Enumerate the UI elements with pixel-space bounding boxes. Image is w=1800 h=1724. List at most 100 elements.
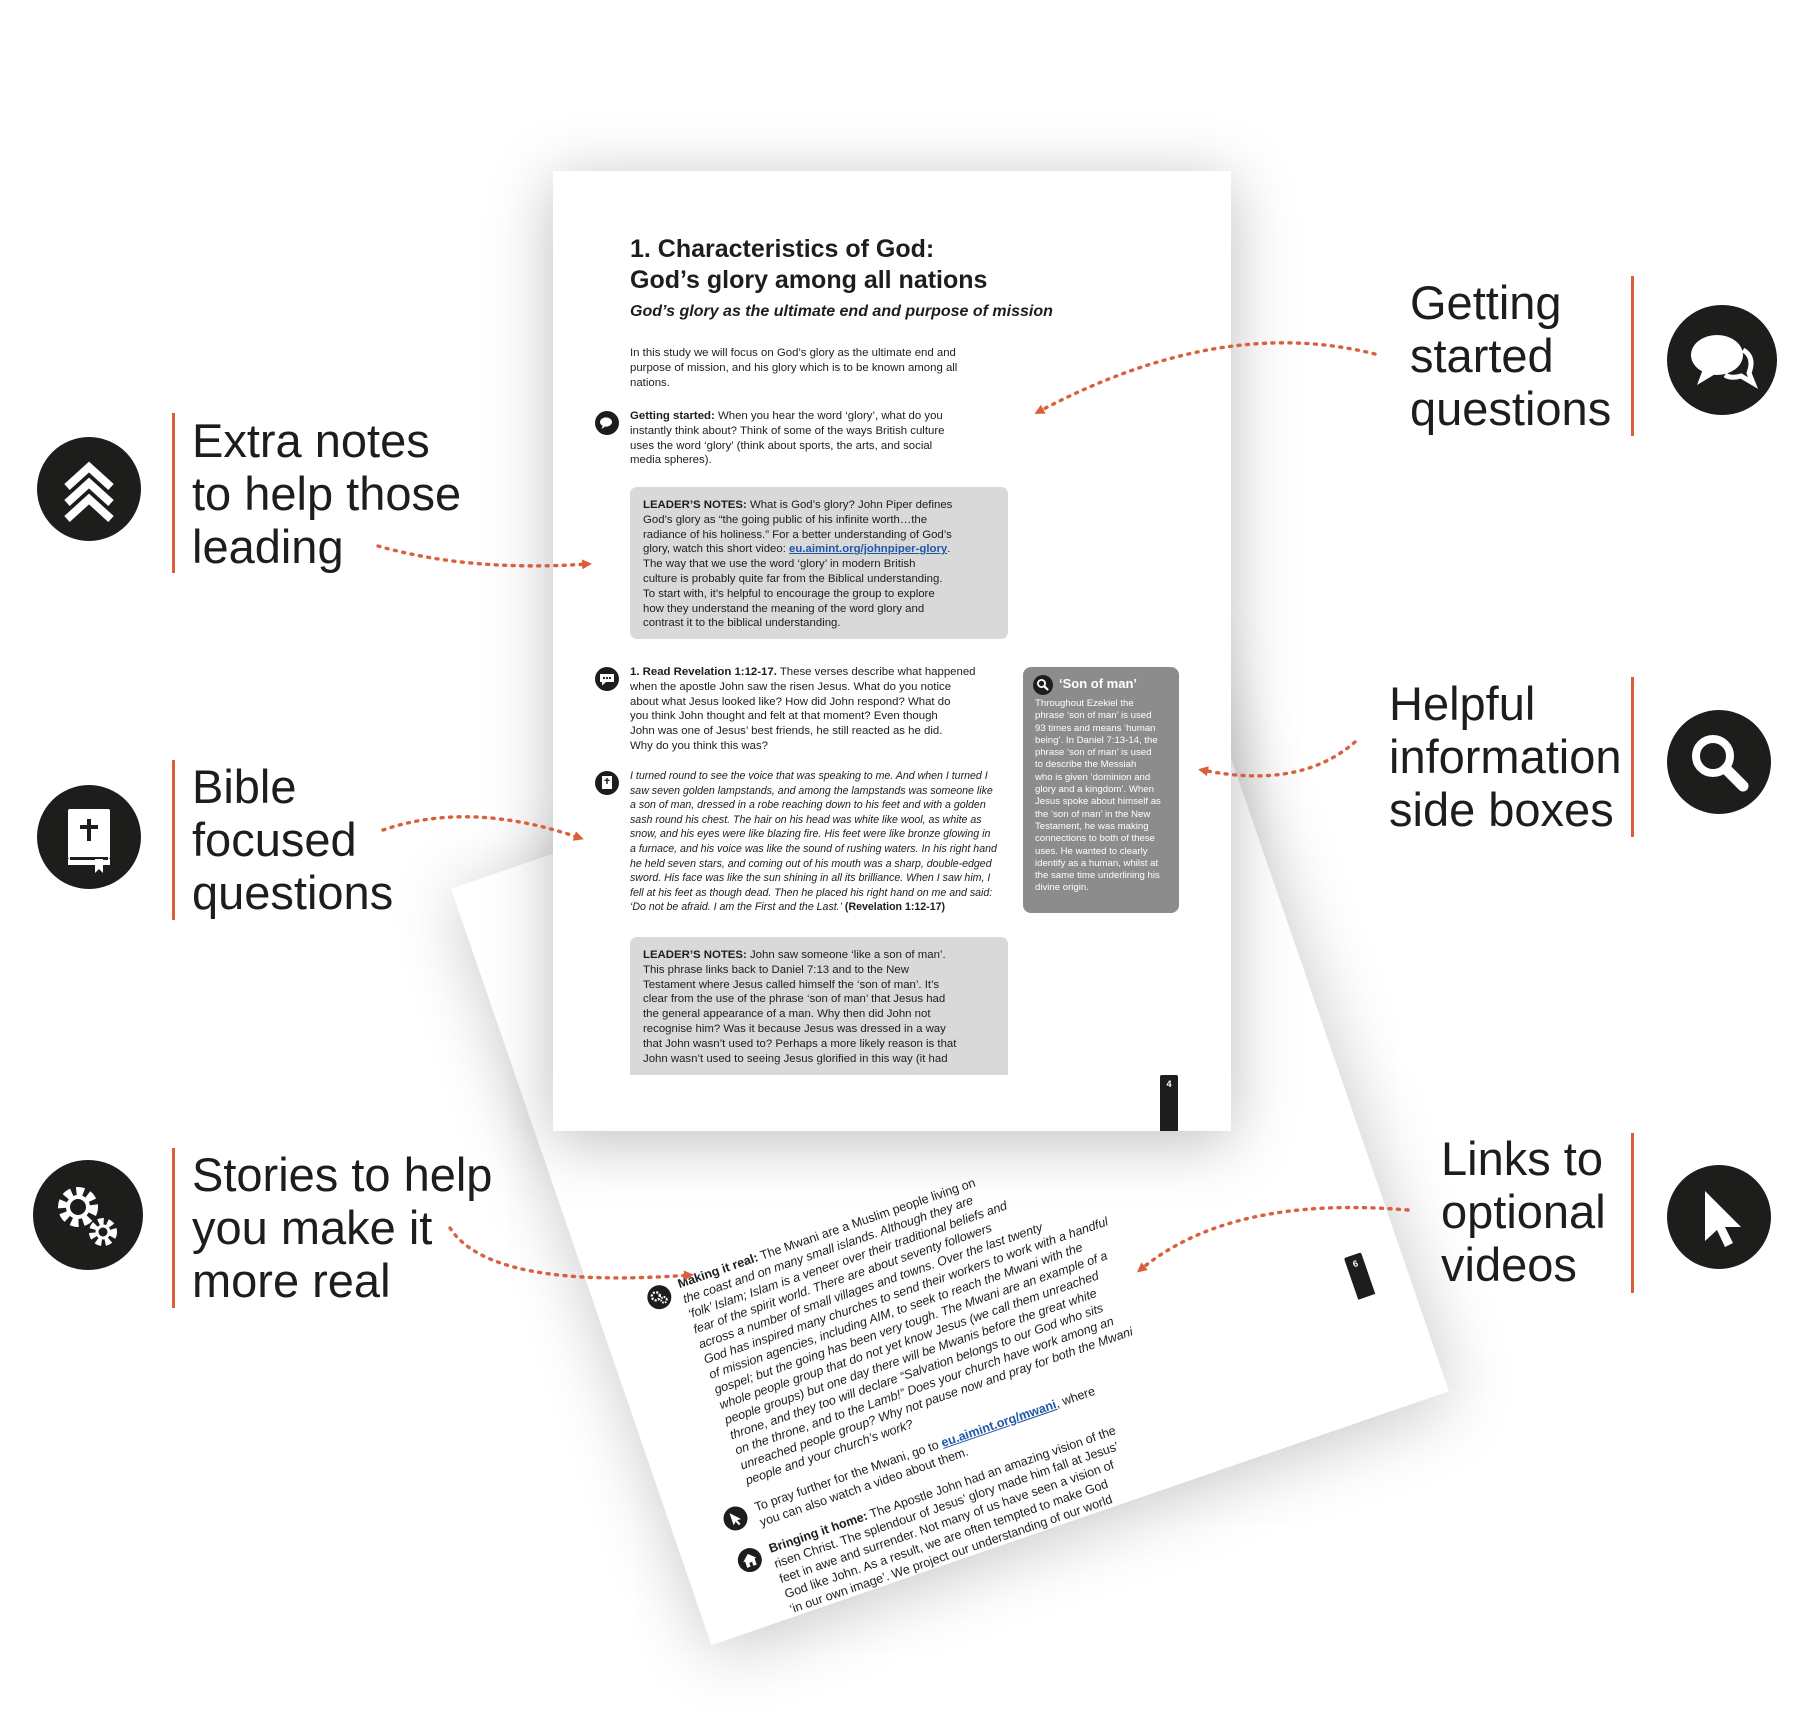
question-line: when the apostle John saw the risen Jesu… [630, 680, 952, 693]
johnpiper-glory-link[interactable]: eu.aimint.org/johnpiper-glory [789, 543, 948, 556]
cursor-icon [1667, 1165, 1771, 1269]
intro-line: purpose of mission, and his glory which … [630, 361, 958, 374]
annotation-line: you make it [192, 1201, 433, 1254]
annotation-line: side boxes [1389, 783, 1614, 836]
scripture-line: he held seven stars, and coming out of h… [630, 857, 992, 870]
magnifier-icon [1667, 710, 1771, 814]
page-subtitle: God’s glory as the ultimate end and purp… [630, 303, 1053, 320]
leaders-notes-box: LEADER’S NOTES: What is God’s glory? Joh… [630, 487, 1008, 639]
sidebox-line: uses. He wanted to clearly [1035, 845, 1148, 857]
question-line: John was one of Jesus’ best friends, he … [630, 725, 943, 738]
sidebox-line: who is given ‘dominion and [1035, 771, 1151, 783]
back-page: Making it real: The Mwani are a Muslim p… [451, 634, 1449, 1646]
accent-divider [172, 760, 175, 920]
arrow-sideboxes [1198, 740, 1357, 778]
annotation-line: Helpful [1389, 677, 1536, 730]
scripture-last: ‘Do not be afraid. I am the First and th… [630, 901, 842, 914]
videos-annotation: Links to optional videos [1441, 1132, 1606, 1291]
sidebox-title: ‘Son of man’ [1059, 676, 1137, 691]
annotation-line: information [1389, 730, 1622, 783]
question-label: 1. Read Revelation 1:12-17. [630, 666, 777, 678]
son-of-man-sidebox: ‘Son of man’ Throughout Ezekiel the phra… [1023, 667, 1179, 913]
leaders-notes-line: To start with, it’s helpful to encourage… [643, 587, 935, 600]
bible-question-1: 1. Read Revelation 1:12-17. These verses… [630, 665, 1020, 754]
intro-paragraph: In this study we will focus on God’s glo… [630, 346, 1030, 390]
scripture-line: saw seven golden lampstands, and among t… [630, 784, 993, 797]
annotation-line: optional [1441, 1185, 1606, 1238]
leaders-notes-line: that John wasn’t used to? Perhaps a more… [643, 1037, 957, 1050]
annotation-line: Links to [1441, 1132, 1603, 1185]
accent-divider [172, 413, 175, 573]
sidebox-line: the ‘son of man’ in the New [1035, 808, 1151, 820]
sidebox-body: Throughout Ezekiel the phrase ‘son of ma… [1035, 698, 1167, 895]
annotation-line: focused [192, 813, 357, 866]
sidebox-line: identify as a human, whilst at [1035, 857, 1159, 869]
speech-bubbles-icon [595, 411, 619, 435]
sidebox-line: the same time underlining his [1035, 870, 1160, 882]
getting-started-question: Getting started: When you hear the word … [630, 409, 1030, 468]
leaders-notes-first: John saw someone ‘like a son of man’. [746, 949, 946, 961]
sidebox-line: Testament, he was making [1035, 820, 1149, 832]
annotation-line: started [1410, 329, 1554, 382]
annotation-line: Getting [1410, 276, 1562, 329]
getting-started-first: When you hear the word ‘glory’, what do … [714, 410, 943, 422]
scripture-line: sword. His face was like the sun shining… [630, 872, 991, 885]
front-page: 1. Characteristics of God: God’s glory a… [553, 171, 1231, 1131]
sidebox-line: being’. In Daniel 7:13-14, the [1035, 734, 1158, 746]
title-line: 1. Characteristics of God: [630, 235, 935, 263]
scripture-line: a furnace, and his voice was like the so… [630, 842, 997, 855]
getting-started-line: uses the word ‘glory’ (think about sport… [630, 439, 933, 452]
annotation-line: Bible [192, 760, 297, 813]
scripture-line: snow, and his eyes were like blazing fir… [630, 828, 991, 841]
leaders-notes-annotation: Extra notes to help those leading [192, 414, 461, 573]
accent-divider [172, 1148, 175, 1308]
leaders-notes-line: the general appearance of a man. Why the… [643, 1008, 931, 1021]
leaders-notes-line: This phrase links back to Daniel 7:13 an… [643, 963, 909, 976]
leaders-notes-first: What is God’s glory? John Piper defines [746, 499, 953, 511]
chevrons-up-icon [37, 437, 141, 541]
getting-started-label: Getting started: [630, 410, 715, 422]
title-line: God’s glory among all nations [630, 266, 988, 294]
leaders-notes-link-suffix: . [947, 543, 951, 556]
sidebox-line: phrase ‘son of man’ is used [1035, 710, 1152, 722]
leaders-notes-link-prefix: glory, watch this short video: [643, 543, 790, 556]
leaders-notes-line: how they understand the meaning of the w… [643, 602, 925, 615]
annotation-line: questions [1410, 382, 1612, 435]
scripture-passage: I turned round to see the voice that was… [630, 769, 1025, 915]
speech-bubble-dots-icon [595, 667, 619, 691]
page-title: 1. Characteristics of God: God’s glory a… [630, 234, 987, 296]
getting-started-annotation: Getting started questions [1410, 276, 1611, 435]
scripture-line: fell at his feet as though dead. Then he… [630, 886, 993, 899]
scripture-reference: (Revelation 1:12-17) [841, 901, 946, 914]
leaders-notes-line: The way that we use the word ‘glory’ in … [643, 558, 916, 571]
leaders-notes-line: recognise him? Was it because Jesus was … [643, 1022, 946, 1035]
arrow-bible [381, 815, 584, 841]
stories-annotation: Stories to help you make it more real [192, 1148, 492, 1307]
annotation-line: to help those [192, 467, 462, 520]
question-first: These verses describe what happened [776, 666, 976, 678]
scripture-line: a son of man, dressed in a robe reaching… [630, 799, 986, 812]
gears-icon [33, 1160, 143, 1270]
leaders-notes-line: God’s glory as “the going public of his … [643, 513, 928, 526]
bible-icon [595, 771, 619, 795]
leaders-notes-line: contrast it to the biblical understandin… [643, 617, 841, 630]
gears-icon [644, 1281, 675, 1313]
sidebox-line: Throughout Ezekiel the [1035, 698, 1134, 709]
accent-divider [1631, 276, 1634, 436]
cursor-icon [720, 1503, 751, 1534]
arrow-videos [1136, 1205, 1410, 1273]
annotation-line: questions [192, 866, 394, 919]
leaders-notes-label: LEADER’S NOTES: [643, 949, 747, 961]
scripture-line: sash round his chest. The hair on his he… [630, 813, 982, 826]
leaders-notes-line: Testament where Jesus called himself the… [643, 978, 940, 991]
accent-divider [1631, 677, 1634, 837]
annotation-line: Stories to help [192, 1148, 493, 1201]
annotation-line: videos [1441, 1238, 1577, 1291]
sidebox-line: connections to both of these [1035, 833, 1156, 845]
leaders-notes-line: John wasn’t used to seeing Jesus glorifi… [643, 1052, 948, 1065]
leaders-notes-line: culture is probably quite far from the B… [643, 572, 943, 585]
sidebox-line: to describe the Messiah [1035, 759, 1137, 771]
speech-bubbles-icon [1667, 305, 1777, 415]
leaders-notes-label: LEADER’S NOTES: [643, 499, 747, 511]
